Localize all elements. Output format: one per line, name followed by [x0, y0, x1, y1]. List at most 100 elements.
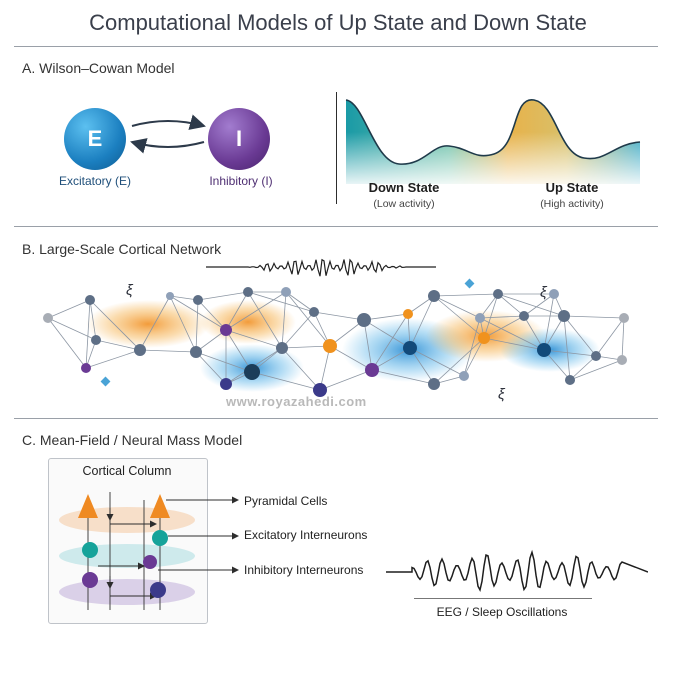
network-edge	[543, 293, 555, 351]
network-edge	[563, 315, 597, 357]
divider	[336, 92, 337, 204]
excitatory-letter: E	[87, 126, 103, 151]
network-edge	[47, 317, 87, 369]
down-state-label: Down State	[368, 180, 440, 195]
interneuron-icon	[82, 572, 98, 588]
network-node	[459, 371, 469, 381]
network-edge	[225, 329, 253, 373]
network-edge	[621, 317, 625, 361]
network-node	[537, 343, 551, 357]
network-node	[428, 290, 440, 302]
network-edge	[463, 317, 481, 377]
network-edge	[281, 347, 321, 391]
inhibitory-node: I	[208, 108, 270, 170]
interneuron-icon	[152, 530, 168, 546]
network-edge	[371, 313, 409, 371]
network-edge	[89, 299, 97, 341]
interneuron-icon	[143, 555, 157, 569]
network-node	[190, 346, 202, 358]
network-node	[91, 335, 101, 345]
network-node	[166, 292, 174, 300]
network-node	[309, 307, 319, 317]
network-edge	[313, 311, 365, 321]
network-edge	[281, 311, 315, 349]
network-edge	[285, 291, 315, 313]
network-edge	[195, 351, 253, 373]
network-edge	[409, 347, 465, 377]
network-node	[519, 311, 529, 321]
pyramidal-cell-icon	[150, 494, 170, 518]
network-node	[493, 289, 503, 299]
up-state-sub: (High activity)	[540, 198, 604, 210]
inhibitory-letter: I	[235, 126, 243, 151]
network-node	[475, 313, 485, 323]
cortical-column-title: Cortical Column	[82, 464, 172, 478]
network-edge	[169, 295, 197, 353]
network-edge	[497, 293, 565, 317]
network-edge	[409, 295, 435, 349]
network-edge	[329, 345, 373, 371]
divider	[14, 46, 658, 47]
network-node	[591, 351, 601, 361]
network-node	[276, 342, 288, 354]
interneuron-icon	[150, 582, 166, 598]
network-edge	[563, 315, 571, 381]
network-node	[558, 310, 570, 322]
noise-symbol: ξ	[126, 282, 133, 299]
network-edge	[85, 349, 141, 369]
network-edge	[409, 347, 435, 385]
network-node	[281, 287, 291, 297]
network-edge	[371, 347, 411, 371]
network-node	[565, 375, 575, 385]
network-edge	[225, 329, 283, 349]
network-node	[220, 324, 232, 336]
excitatory-node: E	[64, 108, 126, 170]
network-edge	[85, 299, 91, 369]
network-edge	[433, 337, 485, 385]
network-edge	[563, 315, 625, 319]
network-edge	[139, 295, 171, 351]
network-node	[428, 378, 440, 390]
network-node	[43, 313, 53, 323]
network-edge	[569, 359, 623, 381]
network-node	[193, 295, 203, 305]
network-edge	[251, 371, 321, 391]
network-node	[478, 332, 490, 344]
network-node	[81, 363, 91, 373]
network-edge	[89, 299, 141, 351]
network-edge	[195, 299, 199, 353]
network-edge	[195, 329, 227, 353]
network-node	[323, 339, 337, 353]
network-edge	[281, 345, 331, 349]
network-edge	[569, 355, 597, 381]
network-edge	[247, 291, 283, 349]
network-node	[617, 355, 627, 365]
section-c-label: C. Mean-Field / Neural Mass Model	[22, 432, 243, 448]
network-edge	[363, 319, 411, 349]
network-edge	[319, 345, 331, 391]
network-edge	[95, 339, 141, 351]
network-edge	[483, 337, 545, 351]
eeg-trace	[386, 549, 648, 592]
network-node	[549, 289, 559, 299]
network-edge	[595, 317, 625, 357]
bidirectional-arrow-icon	[130, 114, 206, 154]
noise-symbol: ξ	[540, 284, 547, 301]
noise-symbol: ξ	[498, 386, 505, 403]
inhibitory-interneurons-label: Inhibitory Interneurons	[244, 563, 364, 577]
network-node	[313, 383, 327, 397]
network-edge	[169, 295, 227, 331]
network-edge	[371, 369, 435, 385]
network-node	[134, 344, 146, 356]
section-b-label: B. Large-Scale Cortical Network	[22, 241, 222, 257]
network-edge	[433, 293, 499, 297]
network-node	[243, 287, 253, 297]
down-state-sub: (Low activity)	[373, 198, 435, 210]
network-node	[403, 309, 413, 319]
up-state-label: Up State	[545, 180, 599, 195]
network-node	[357, 313, 371, 327]
oscillation-trace	[206, 258, 436, 277]
cortical-network	[43, 278, 629, 397]
excitatory-interneurons-label: Excitatory Interneurons	[244, 528, 368, 542]
network-edge	[479, 317, 545, 351]
